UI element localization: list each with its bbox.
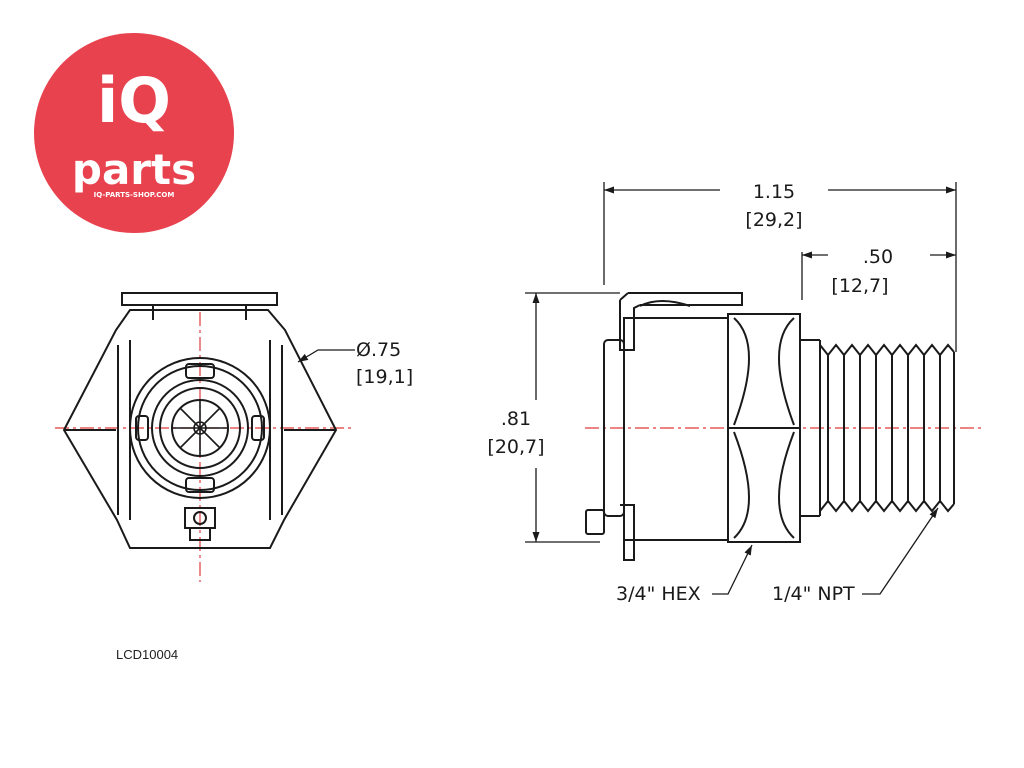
overall-length-label-mm: [29,2] [745, 209, 802, 231]
front-release-button [184, 507, 216, 529]
side-extension-lines [525, 182, 957, 543]
diameter-leader [297, 349, 355, 363]
front-hex-body [62, 309, 338, 549]
logo-circle [34, 33, 234, 233]
front-outer-ring [129, 357, 271, 499]
side-latch-bar [628, 292, 743, 306]
hex-label: 3/4" HEX [616, 583, 701, 605]
part-code: LCD10004 [116, 647, 179, 662]
side-bottom-latch [620, 504, 635, 561]
overall-length-label: 1.15 [753, 181, 795, 203]
logo-iq-text: iQ [97, 64, 171, 137]
side-view [525, 182, 985, 595]
side-hex [727, 313, 801, 543]
thread-length-label-mm: [12,7] [831, 275, 888, 297]
logo-parts-text: parts [72, 145, 196, 194]
front-view [55, 292, 355, 582]
front-valve-star [172, 400, 228, 456]
side-coupling-body [623, 317, 729, 541]
npt-label: 1/4" NPT [772, 583, 855, 605]
brand-logo: iQ parts IQ-PARTS-SHOP.COM [34, 33, 234, 233]
hex-leader [712, 544, 753, 595]
front-latch-tab [121, 292, 278, 306]
diameter-label: Ø.75 [356, 339, 401, 361]
height-label: .81 [501, 408, 531, 430]
diameter-label-mm: [19,1] [356, 366, 413, 388]
logo-url-text: IQ-PARTS-SHOP.COM [94, 191, 175, 199]
npt-leader [862, 507, 939, 595]
height-label-mm: [20,7] [487, 436, 544, 458]
thread-length-label: .50 [863, 246, 893, 268]
